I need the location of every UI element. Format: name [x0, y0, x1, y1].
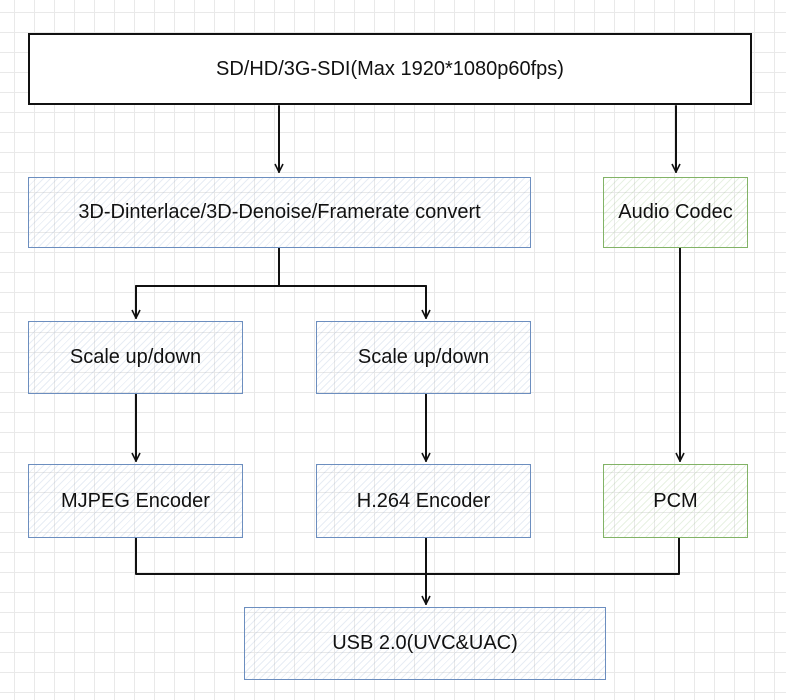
scale-right-block: Scale up/down: [316, 321, 531, 394]
pcm-block: PCM: [603, 464, 748, 538]
pcm-label: PCM: [653, 489, 698, 512]
usb-output-label: USB 2.0(UVC&UAC): [332, 632, 518, 654]
scale-left-block: Scale up/down: [28, 321, 243, 394]
h264-encoder-block: H.264 Encoder: [316, 464, 531, 538]
scale-right-label: Scale up/down: [357, 346, 490, 368]
video-processing-label: 3D-Dinterlace/3D-Denoise/Framerate conve…: [78, 201, 481, 223]
sdi-input-label: SD/HD/3G-SDI(Max 1920*1080p60fps): [216, 57, 564, 80]
usb-output-block: USB 2.0(UVC&UAC): [244, 607, 606, 680]
scale-left-label: Scale up/down: [69, 346, 202, 368]
video-processing-block: 3D-Dinterlace/3D-Denoise/Framerate conve…: [28, 177, 531, 248]
mjpeg-encoder-block: MJPEG Encoder: [28, 464, 243, 538]
audio-codec-block: Audio Codec: [603, 177, 748, 248]
connector-encoders-merge: [135, 537, 680, 575]
h264-encoder-label: H.264 Encoder: [356, 489, 491, 512]
audio-codec-label: Audio Codec: [618, 201, 733, 223]
connector-processing-split: [135, 247, 427, 287]
sdi-input-block: SD/HD/3G-SDI(Max 1920*1080p60fps): [28, 33, 752, 105]
mjpeg-encoder-label: MJPEG Encoder: [61, 489, 210, 512]
